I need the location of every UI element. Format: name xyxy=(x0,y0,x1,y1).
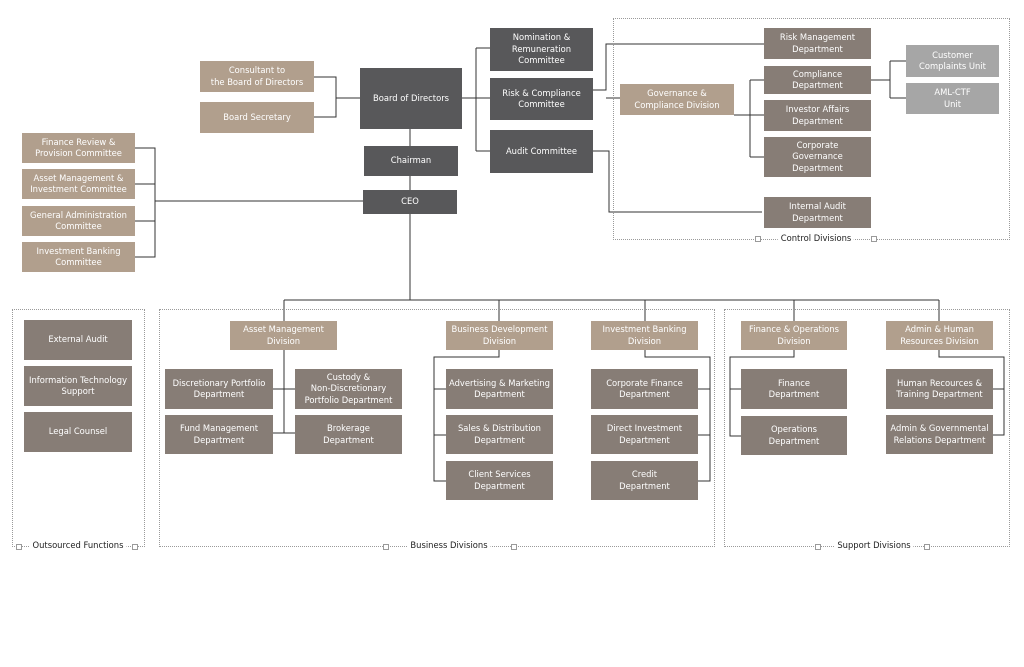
region-marker xyxy=(511,544,517,550)
legal-counsel-box: Legal Counsel xyxy=(24,412,132,452)
region-marker xyxy=(755,236,761,242)
connector-line xyxy=(729,350,795,437)
connector-line xyxy=(593,150,762,213)
region-marker xyxy=(924,544,930,550)
investment-banking-committee-box: Investment Banking Committee xyxy=(22,242,135,272)
advertising-marketing-department-box: Advertising & Marketing Department xyxy=(446,369,553,409)
general-admin-committee-box: General Administration Committee xyxy=(22,206,135,236)
admin-hr-division-box: Admin & Human Resources Division xyxy=(886,321,993,350)
corporate-governance-department-box: Corporate Governance Department xyxy=(764,137,871,177)
finance-operations-division-box: Finance & Operations Division xyxy=(741,321,847,350)
region-marker xyxy=(16,544,22,550)
connector-line xyxy=(938,350,1005,436)
credit-department-box: Credit Department xyxy=(591,461,698,500)
asset-investment-committee-box: Asset Management & Investment Committee xyxy=(22,169,135,199)
connector-line xyxy=(433,350,500,482)
region-marker xyxy=(871,236,877,242)
external-audit-box: External Audit xyxy=(24,320,132,360)
operations-department-box: Operations Department xyxy=(741,416,847,455)
brokerage-department-box: Brokerage Department xyxy=(295,415,402,454)
business-development-division-box: Business Development Division xyxy=(446,321,553,350)
connector-line xyxy=(644,350,711,482)
connector-line xyxy=(314,76,337,118)
board-secretary-box: Board Secretary xyxy=(200,102,314,133)
it-support-box: Information Technology Support xyxy=(24,366,132,406)
finance-review-committee-box: Finance Review & Provision Committee xyxy=(22,133,135,163)
investment-banking-division-box: Investment Banking Division xyxy=(591,321,698,350)
risk-management-department-box: Risk Management Department xyxy=(764,28,871,59)
corporate-finance-department-box: Corporate Finance Department xyxy=(591,369,698,409)
region-marker xyxy=(383,544,389,550)
chairman-box: Chairman xyxy=(364,146,458,176)
custody-department-box: Custody & Non-Discretionary Portfolio De… xyxy=(295,369,402,409)
region-marker xyxy=(815,544,821,550)
admin-governmental-department-box: Admin & Governmental Relations Departmen… xyxy=(886,415,993,454)
control-divisions-label: Control Divisions xyxy=(777,233,855,243)
internal-audit-department-box: Internal Audit Department xyxy=(764,197,871,228)
business-divisions-label: Business Divisions xyxy=(407,540,491,550)
direct-investment-department-box: Direct Investment Department xyxy=(591,415,698,454)
investor-affairs-department-box: Investor Affairs Department xyxy=(764,100,871,131)
support-divisions-label: Support Divisions xyxy=(834,540,914,550)
board-of-directors-box: Board of Directors xyxy=(360,68,462,129)
finance-department-box: Finance Department xyxy=(741,369,847,409)
ceo-box: CEO xyxy=(363,190,457,214)
client-services-department-box: Client Services Department xyxy=(446,461,553,500)
sales-distribution-department-box: Sales & Distribution Department xyxy=(446,415,553,454)
aml-ctf-unit-box: AML-CTF Unit xyxy=(906,83,999,114)
consultant-box: Consultant to the Board of Directors xyxy=(200,61,314,92)
outsourced-functions-label: Outsourced Functions xyxy=(29,540,127,550)
fund-management-department-box: Fund Management Department xyxy=(165,415,273,454)
hr-training-department-box: Human Recources & Training Department xyxy=(886,369,993,409)
connector-line xyxy=(593,43,764,91)
compliance-department-box: Compliance Department xyxy=(764,66,871,94)
connector-line xyxy=(135,147,156,258)
region-marker xyxy=(132,544,138,550)
risk-compliance-committee-box: Risk & Compliance Committee xyxy=(490,78,593,120)
discretionary-portfolio-department-box: Discretionary Portfolio Department xyxy=(165,369,273,409)
asset-management-division-box: Asset Management Division xyxy=(230,321,337,350)
governance-compliance-division-box: Governance & Compliance Division xyxy=(620,84,734,115)
nomination-committee-box: Nomination & Remuneration Committee xyxy=(490,28,593,71)
audit-committee-box: Audit Committee xyxy=(490,130,593,173)
customer-complaints-unit-box: Customer Complaints Unit xyxy=(906,45,999,77)
